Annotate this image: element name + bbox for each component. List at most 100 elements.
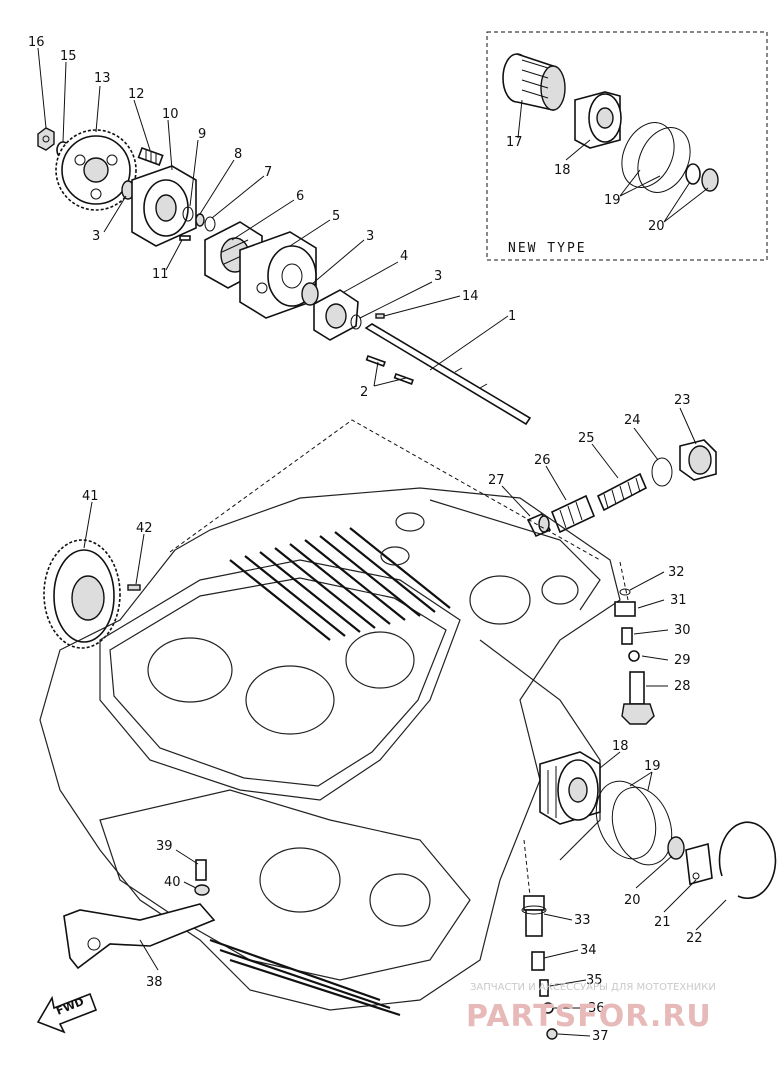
label-28: 28: [674, 679, 691, 694]
inset-frame: [486, 31, 768, 261]
label-3-c: 3: [92, 229, 100, 244]
label-3-a: 3: [366, 229, 374, 244]
label-26: 26: [534, 453, 551, 468]
bearing-part-3-middle: [301, 282, 319, 306]
label-32: 32: [668, 565, 685, 580]
label-19-inset: 19: [604, 193, 621, 208]
pin-part-8: [195, 213, 205, 227]
part-number-labels: 16 15 13 12 10 9 8 7 6 5 3 4 3 14 1 2 3 …: [28, 35, 703, 1044]
ball-part-36: [542, 1002, 554, 1014]
label-11: 11: [152, 267, 169, 282]
label-37: 37: [592, 1029, 609, 1044]
bolt-part-39: [195, 859, 207, 881]
drain-assembly: [521, 895, 558, 1040]
bracket-assembly: [63, 859, 216, 970]
label-42: 42: [136, 521, 153, 536]
label-23: 23: [674, 393, 691, 408]
new-type-inset: NEW TYPE: [486, 31, 768, 261]
spring-part-35: [539, 979, 549, 997]
clip-part-32: [619, 588, 631, 596]
ring-part-7: [204, 216, 216, 232]
label-29: 29: [674, 653, 691, 668]
label-16: 16: [28, 35, 45, 50]
label-40: 40: [164, 875, 181, 890]
label-35: 35: [586, 973, 603, 988]
label-22: 22: [686, 931, 703, 946]
label-27: 27: [488, 473, 505, 488]
label-2: 2: [360, 385, 368, 400]
leader-lines: [37, 47, 727, 1037]
pin-part-14: [375, 313, 385, 319]
label-13: 13: [94, 71, 111, 86]
relief-valve-assembly: [526, 439, 717, 538]
screw-part-12: [137, 146, 164, 166]
cap-assembly-lower: [539, 751, 777, 899]
label-12: 12: [128, 87, 145, 102]
dowel-part-11: [179, 235, 191, 241]
plug-part-23: [679, 439, 717, 481]
o-ring-part-19-b: [611, 786, 673, 866]
crankcase: [39, 419, 621, 1017]
rotor-part-4: [313, 289, 359, 341]
label-1: 1: [508, 309, 516, 324]
label-24: 24: [624, 413, 641, 428]
fitting-part-33: [521, 895, 547, 937]
nut-part-16: [37, 127, 55, 151]
label-31: 31: [670, 593, 687, 608]
sleeve-part-31: [614, 601, 636, 617]
label-8: 8: [234, 147, 242, 162]
washer-part-24: [651, 457, 673, 487]
washer-part-20-lower: [667, 836, 685, 860]
gear-part-41: [43, 539, 121, 649]
o-ring-part-19-a: [595, 780, 657, 860]
cap-part-18-lower: [539, 751, 601, 825]
label-19-lower: 19: [644, 759, 661, 774]
label-18-lower: 18: [612, 739, 629, 754]
watermark-logo-text: PARTSFOR.RU: [466, 999, 712, 1034]
bracket-part-38: [63, 903, 216, 970]
check-valve-assembly: [614, 588, 655, 725]
ball-part-29: [628, 650, 640, 662]
label-30: 30: [674, 623, 691, 638]
pump-housing-part-5: [239, 231, 317, 319]
circlip-part-22: [718, 821, 777, 899]
o-ring-part-9: [182, 206, 194, 222]
label-10: 10: [162, 107, 179, 122]
plunger-part-27: [526, 512, 552, 538]
label-41: 41: [82, 489, 99, 504]
label-21: 21: [654, 915, 671, 930]
washer-part-3-right: [350, 314, 362, 330]
sleeve-part-34: [531, 951, 545, 971]
label-4: 4: [400, 249, 408, 264]
spring-part-25: [596, 472, 648, 512]
label-20-inset: 20: [648, 219, 665, 234]
label-18-inset: 18: [554, 163, 571, 178]
cap-part-18-inset: [574, 91, 622, 149]
label-6: 6: [296, 189, 304, 204]
label-14: 14: [462, 289, 479, 304]
gear-part-13: [55, 129, 137, 211]
strainer-part-17: [502, 53, 566, 111]
label-39: 39: [156, 839, 173, 854]
label-15: 15: [60, 49, 77, 64]
spring-part-26: [550, 494, 596, 534]
watermark-tagline: ЗАПЧАСТИ И АКСЕССУАРЫ ДЛЯ МОТОТЕХНИКИ: [470, 982, 716, 993]
label-3-b: 3: [434, 269, 442, 284]
label-33: 33: [574, 913, 591, 928]
label-38: 38: [146, 975, 163, 990]
label-9: 9: [198, 127, 206, 142]
pin-part-42: [127, 584, 141, 591]
washer-part-40: [194, 884, 210, 896]
label-5: 5: [332, 209, 340, 224]
plug-part-28: [621, 671, 655, 725]
spring-part-30: [621, 627, 633, 645]
plate-part-21: [685, 842, 713, 886]
label-25: 25: [578, 431, 595, 446]
fwd-arrow-icon: FWD: [36, 992, 98, 1034]
reference-dashed-line: [169, 419, 601, 561]
washers-part-20-inset: [685, 163, 719, 192]
label-34: 34: [580, 943, 597, 958]
label-17: 17: [506, 135, 523, 150]
plug-part-37: [546, 1028, 558, 1040]
